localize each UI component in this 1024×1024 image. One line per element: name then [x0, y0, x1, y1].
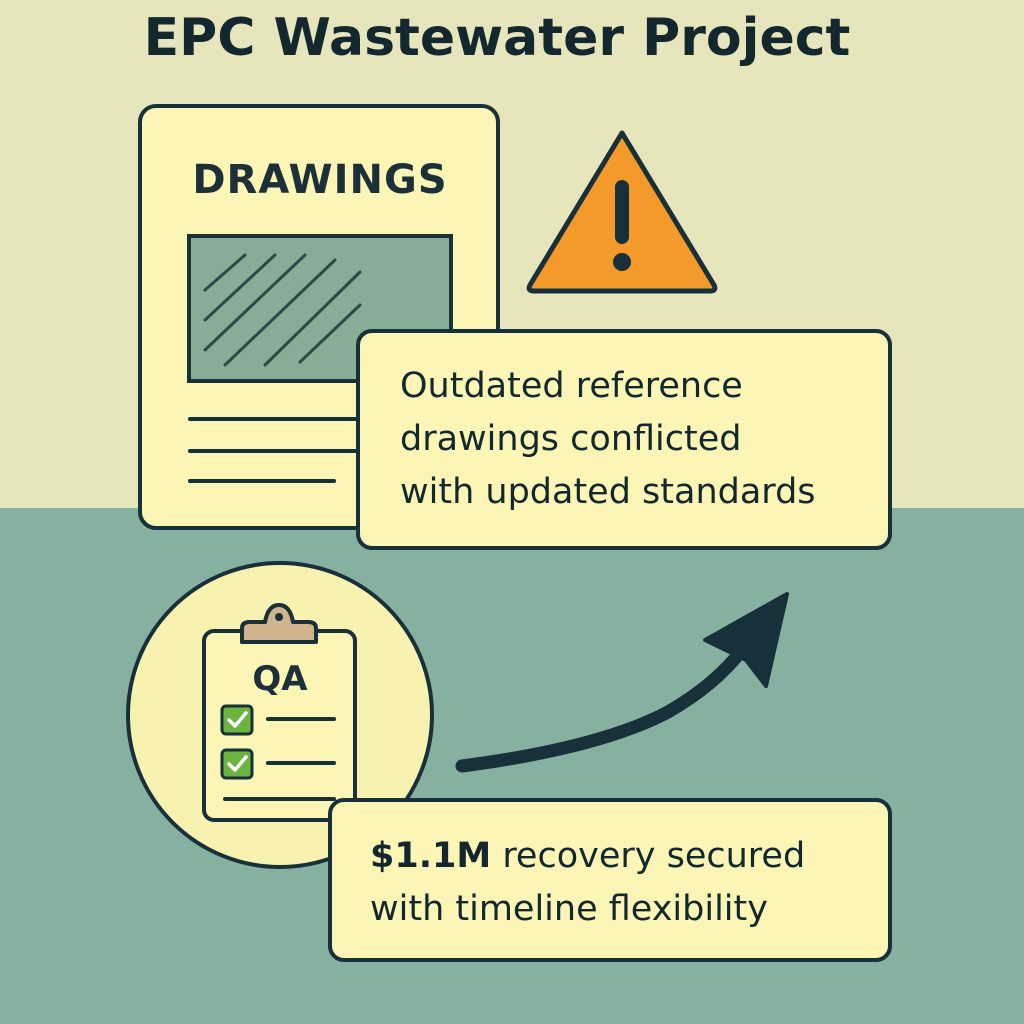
warning-icon: [526, 130, 718, 294]
text-lines: [188, 417, 372, 483]
issue-line-1: Outdated reference: [400, 366, 743, 406]
checkbox-checked-icon: [220, 704, 254, 736]
recovery-amount: $1.1M: [370, 836, 491, 876]
qa-clipboard-badge: QA: [126, 561, 434, 869]
result-line-2: with timeline flexibility: [370, 889, 768, 929]
checkbox-checked-icon: [220, 748, 254, 780]
document-heading: DRAWINGS: [192, 157, 447, 203]
result-line-1-rest: recovery secured: [491, 836, 805, 876]
page-title: EPC Wastewater Project: [144, 8, 851, 68]
qa-label: QA: [252, 659, 308, 699]
issue-line-2: drawings conflicted: [400, 419, 742, 459]
result-line-1: $1.1M recovery secured: [370, 836, 805, 876]
upward-trend-arrow-icon: [455, 592, 789, 773]
drawings-document: DRAWINGS: [138, 104, 500, 530]
issue-line-3: with updated standards: [400, 472, 816, 512]
result-callout: $1.1M recovery secured with timeline fle…: [328, 798, 892, 962]
issue-callout: Outdated reference drawings conflicted w…: [356, 329, 892, 550]
